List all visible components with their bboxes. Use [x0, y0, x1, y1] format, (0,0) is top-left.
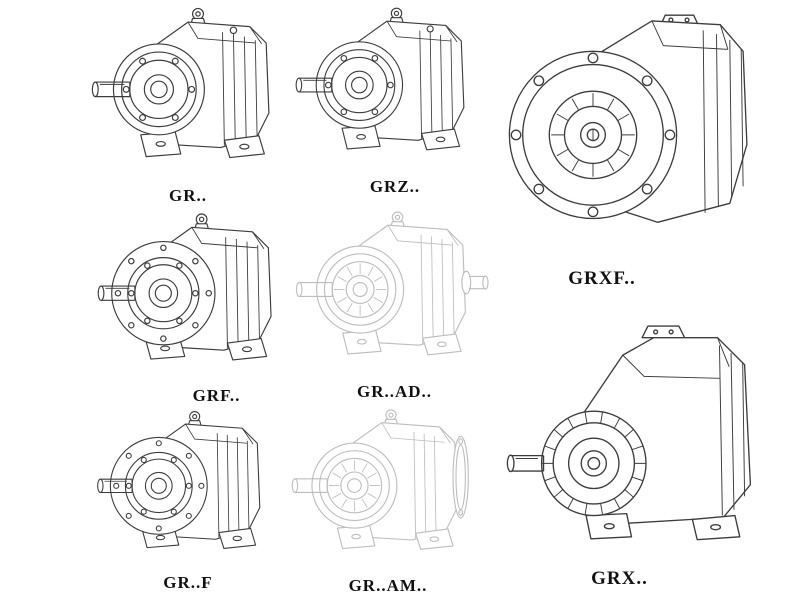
gearbox-drawing-grad: [292, 206, 497, 380]
product-label-gram: GR..AM..: [348, 576, 428, 595]
product-label-grz: GRZ..: [369, 177, 421, 196]
gearbox-drawing-grz: [292, 2, 482, 175]
product-grf2: GR..F: [88, 404, 288, 593]
product-label-grad: GR..AD..: [356, 382, 433, 401]
product-grx: GRX..: [498, 295, 793, 590]
gearbox-drawing-gr-f: [92, 404, 284, 571]
product-label-gr-f: GR..F: [163, 573, 213, 592]
product-grad: GR..AD..: [292, 206, 497, 402]
product-grxf: GRXF..: [495, 0, 785, 290]
product-label-grxf: GRXF..: [568, 268, 636, 289]
product-gram: GR..AM..: [288, 404, 488, 596]
product-grz: GRZ..: [292, 2, 482, 197]
product-label-grf: GRF..: [192, 386, 241, 405]
product-gr: GR..: [88, 2, 288, 206]
gearbox-drawing-grxf: [498, 0, 783, 266]
gearbox-drawing-grx: [501, 295, 791, 566]
gearbox-drawing-gram: [288, 404, 488, 574]
product-label-gr: GR..: [169, 186, 207, 205]
gearbox-drawing-gr: [88, 2, 288, 184]
gearbox-drawing-grf: [92, 206, 297, 384]
product-grf: GRF..: [92, 206, 297, 406]
product-label-grx: GRX..: [591, 568, 648, 589]
